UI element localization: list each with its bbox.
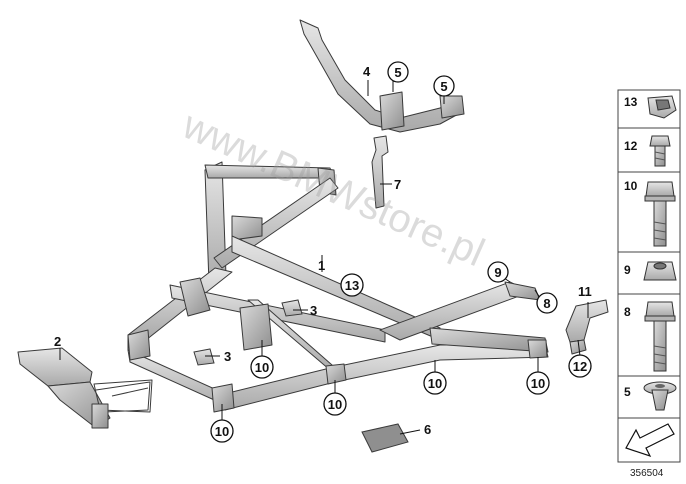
callout-2: 2 [54,334,61,349]
callout-12: 12 [568,354,592,378]
mount-bracket-part-11 [565,299,609,355]
callout-3b: 3 [224,349,231,364]
callout-10c: 10 [323,392,347,416]
svg-text:13: 13 [345,278,359,293]
small-bracket-part [371,135,389,209]
callout-10d: 10 [423,371,447,395]
callout-5a: 5 [387,61,409,83]
svg-text:10: 10 [328,397,342,412]
hex-bolt-long-icon [644,301,676,372]
hex-bolt-flange-icon [644,181,676,247]
subframe-strut-part [127,161,549,413]
callout-9: 9 [487,261,509,283]
legend-row-5: 5 [624,381,677,411]
callout-10a: 10 [250,355,274,379]
upper-strut-brace-part [299,19,465,133]
svg-text:10: 10 [531,376,545,391]
svg-text:10: 10 [215,424,229,439]
svg-text:12: 12 [573,359,587,374]
diagram-number: 356504 [630,468,664,479]
svg-text:3: 3 [310,303,317,318]
svg-text:13: 13 [624,95,638,109]
svg-text:10: 10 [624,179,638,193]
callout-13: 13 [340,273,364,297]
svg-text:5: 5 [624,385,631,399]
legend-row-10: 10 [624,179,676,247]
hex-bolt-small-icon [649,135,671,167]
svg-text:8: 8 [624,305,631,319]
pad-part-6 [361,423,409,453]
callout-8: 8 [536,292,558,314]
hardware-legend: 13 12 10 [617,89,681,463]
callout-4: 4 [363,64,371,79]
legend-row-8: 8 [624,301,676,372]
plate-part-3a [281,299,303,317]
plate-part-3b [193,348,215,366]
clip-nut-icon [647,95,677,119]
rivet-nut-icon [643,381,677,411]
svg-text:2: 2 [54,334,61,349]
svg-text:9: 9 [494,265,501,280]
support-bracket-part [17,347,153,429]
svg-text:10: 10 [255,360,269,375]
svg-text:10: 10 [428,376,442,391]
legend-row-13: 13 [624,95,677,119]
callout-10e: 10 [526,371,550,395]
svg-text:6: 6 [424,422,431,437]
callout-1: 1 [318,258,325,273]
orientation-arrow-icon [625,423,675,458]
hex-nut-icon [643,261,677,281]
svg-text:12: 12 [624,139,638,153]
svg-text:9: 9 [624,263,631,277]
callout-5b: 5 [433,75,455,97]
svg-text:11: 11 [578,284,592,299]
legend-row-9: 9 [624,261,677,281]
legend-row-12: 12 [624,135,671,167]
callout-3a: 3 [310,303,317,318]
svg-text:5: 5 [394,65,401,80]
svg-text:3: 3 [224,349,231,364]
svg-text:1: 1 [318,258,325,273]
svg-text:8: 8 [543,296,550,311]
svg-text:4: 4 [363,64,371,79]
callout-10b: 10 [210,419,234,443]
svg-text:7: 7 [394,177,401,192]
callout-6: 6 [424,422,431,437]
svg-text:5: 5 [440,79,447,94]
callout-7: 7 [394,177,401,192]
callout-11: 11 [578,284,592,299]
